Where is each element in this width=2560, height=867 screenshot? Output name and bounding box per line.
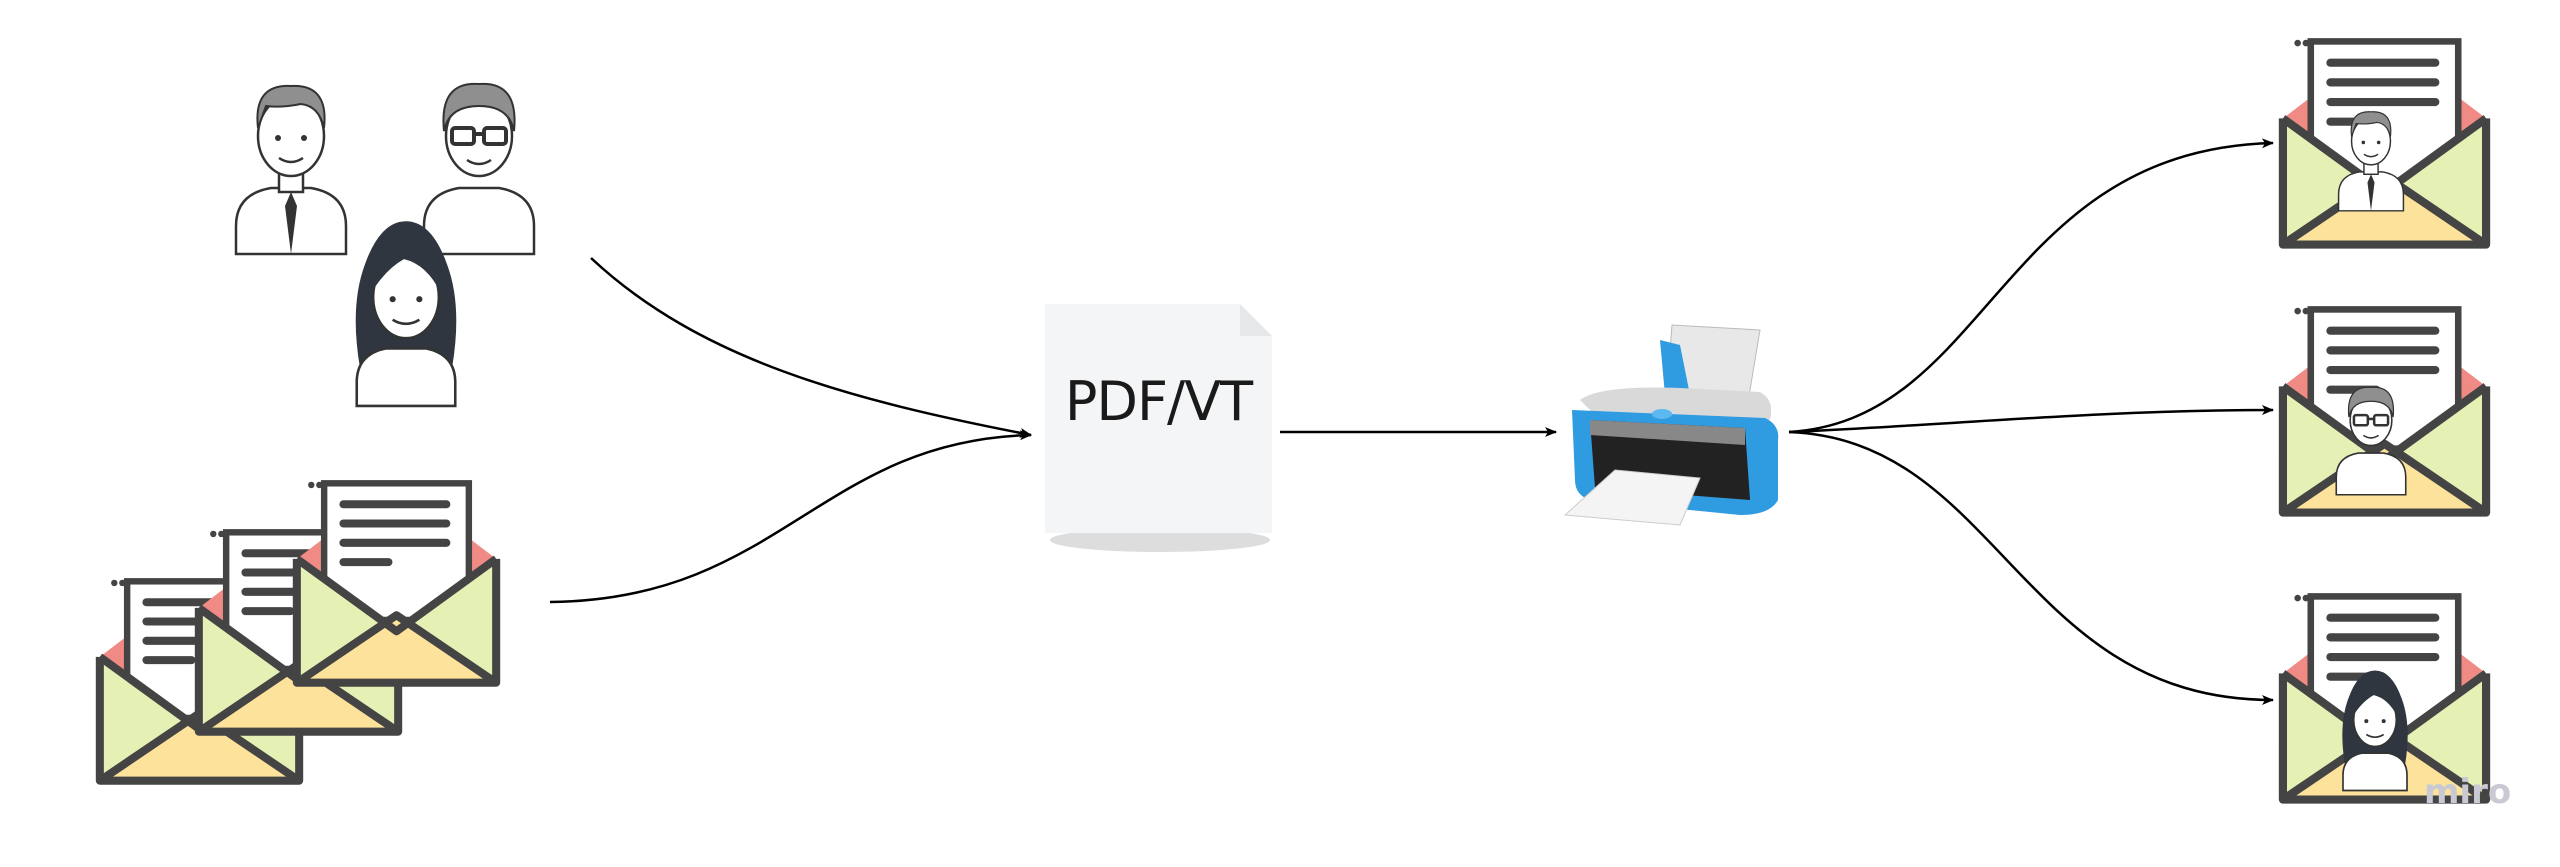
pdf-document-icon [1045,304,1272,552]
personalized-envelope-woman [2283,595,2486,800]
personalized-envelope-glasses-man [2283,308,2486,513]
arrow-envelopes-to-pdf [549,430,1032,604]
arrow-printer-to-envelope-1 [1788,138,2274,434]
recipients-group [234,84,534,408]
miro-watermark: miro [2424,772,2512,812]
envelope-icon [297,482,496,683]
personalized-envelope-man [2283,40,2486,245]
man-avatar-icon [234,84,348,256]
printer-icon [1563,324,1779,526]
arrow-printer-to-envelope-2 [1788,405,2274,434]
envelope-stack [100,482,496,781]
arrow-recipients-to-pdf [590,257,1032,438]
man-glasses-avatar-icon [424,84,534,254]
pdf-vt-label: PDF/VT [1064,370,1253,433]
arrow-printer-to-envelope-3 [1788,430,2274,705]
